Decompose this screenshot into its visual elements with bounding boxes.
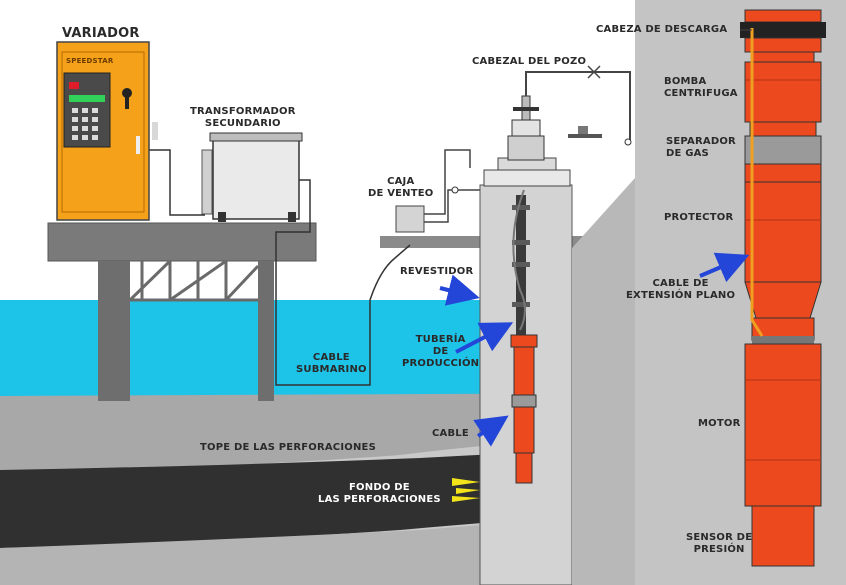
vent-box [395, 205, 425, 233]
display-screen [69, 95, 105, 102]
cable-submarino-label: CABLE SUBMARINO [296, 352, 367, 376]
motor-label: MOTOR [698, 418, 741, 429]
cabinet-side-fitting [152, 122, 158, 140]
tope-label: TOPE DE LAS PERFORACIONES [200, 442, 376, 453]
tuberia-label: TUBERÍA DE PRODUCCIÓN [402, 334, 479, 370]
cable-label: CABLE [432, 428, 469, 439]
transformer-side [201, 149, 213, 215]
separador-line-1: SEPARADOR [666, 136, 736, 147]
door-latch [136, 136, 140, 154]
housing-seams [745, 79, 821, 461]
fondo-line-2: LAS PERFORACIONES [318, 494, 441, 505]
motor [744, 343, 822, 507]
transformador-label: TRANSFORMADOR SECUNDARIO [190, 106, 296, 130]
flowline-end-icon [624, 138, 632, 146]
small-sensor [515, 452, 533, 484]
cable-submarino-line [275, 179, 411, 386]
separator-base [744, 163, 822, 183]
downhole-cable [512, 189, 526, 331]
sensor-line-1: SENSOR DE [686, 532, 753, 543]
vent-junction-icon [451, 186, 459, 194]
disconnect-handle-bar [125, 93, 129, 109]
variador-label: VARIADOR [62, 26, 140, 41]
tuberia-line-1: TUBERÍA [415, 334, 466, 345]
small-pump-head [510, 334, 538, 348]
caja-line-1: CAJA [387, 176, 415, 187]
cabinet-brand-label: SPEEDSTAR [66, 57, 114, 65]
wellhead-valve [511, 119, 541, 137]
small-separator [511, 394, 537, 408]
keypad-icon [72, 108, 98, 140]
cable-extension-line-2: EXTENSIÓN PLANO [626, 290, 736, 301]
transformer-box [212, 136, 300, 220]
alarm-light [69, 82, 79, 89]
platform-truss [128, 259, 260, 302]
transformador-line-1: TRANSFORMADOR [190, 106, 296, 117]
tubing-collars [512, 205, 530, 307]
cable-extension-label: CABLE DE EXTENSIÓN PLANO [626, 278, 735, 302]
flowline-valve-icon [587, 65, 601, 79]
pressure-sensor [751, 505, 815, 567]
pothead-band [752, 336, 814, 344]
vent-line [424, 149, 471, 215]
wellhead-flange [483, 169, 571, 187]
arrow-cable [473, 415, 509, 447]
protector [744, 181, 822, 283]
cable-submarino-line-2: SUBMARINO [296, 364, 367, 375]
caja-label: CAJA DE VENTEO [368, 176, 434, 200]
sensor-label: SENSOR DE PRESIÓN [686, 532, 752, 556]
sensor-line-2: PRESIÓN [693, 544, 745, 555]
transformador-line-2: SECUNDARIO [204, 118, 281, 129]
arrow-tuberia [455, 322, 514, 354]
vent-cable [424, 189, 480, 223]
discharge-neck [751, 51, 815, 63]
platform-leg-left [98, 261, 130, 401]
platform-leg-right [258, 261, 274, 401]
bomba-label: BOMBA CENTRIFUGA [664, 76, 738, 100]
perforations-left [452, 478, 480, 502]
arrow-cable-extension [699, 252, 750, 283]
protector-label: PROTECTOR [664, 212, 734, 223]
flowline [525, 71, 631, 140]
tuberia-line-3: PRODUCCIÓN [402, 358, 480, 369]
discharge-head-band [740, 22, 826, 38]
cable-submarino-line-1: CABLE [312, 352, 350, 363]
cabinet-door [61, 51, 145, 213]
fondo-line-1: FONDO DE [349, 482, 410, 493]
flat-extension-cable [750, 28, 764, 337]
small-pump [513, 346, 535, 396]
caja-line-2: DE VENTEO [368, 188, 434, 199]
tuberia-line-2: DE [432, 346, 449, 357]
cabezal-label: CABEZAL DEL POZO [472, 56, 587, 67]
platform-deck [47, 222, 317, 262]
wellhead-handwheel [513, 107, 539, 111]
separador-label: SEPARADOR DE GAS [666, 136, 736, 160]
cabeza-descarga-label: CABEZA DE DESCARGA [596, 24, 728, 35]
bomba-line-2: CENTRIFUGA [664, 88, 738, 99]
gas-separator [744, 135, 822, 165]
discharge-head-top [744, 9, 822, 23]
arrow-revestidor [439, 274, 480, 306]
pump-coupling [749, 121, 817, 137]
transformer-foot-left [218, 212, 226, 222]
transformer-foot-right [288, 212, 296, 222]
centrifugal-pump [744, 61, 822, 123]
wellhead-body [507, 135, 545, 161]
protector-taper [744, 281, 822, 319]
zoom-cone [572, 178, 635, 585]
fondo-label: FONDO DE LAS PERFORACIONES [318, 482, 441, 506]
discharge-head-base [744, 37, 822, 53]
revestidor-label: REVESTIDOR [400, 266, 474, 277]
small-motor [513, 406, 535, 454]
transformer-lid [209, 132, 303, 142]
separador-line-2: DE GAS [666, 148, 709, 159]
cable-extension-line-1: CABLE DE [652, 278, 709, 289]
cable-variador-transformer [149, 149, 205, 216]
skid-icon [568, 126, 602, 138]
bomba-line-1: BOMBA [664, 76, 707, 87]
